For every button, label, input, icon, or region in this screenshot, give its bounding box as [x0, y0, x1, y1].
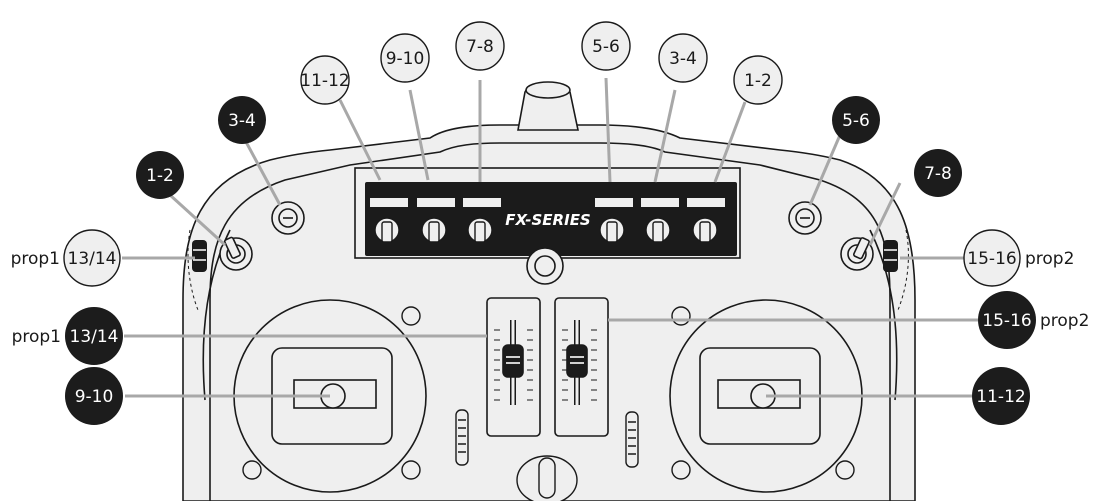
toggle-switch [467, 217, 493, 243]
callout-suffix: prop2 [1040, 311, 1089, 331]
callout-9-10: 9-10 [380, 33, 430, 83]
callout-7-8: 7-8 [455, 21, 505, 71]
callouts-side-props: 13/14 prop1 15-16 prop2 prop1 prop2 [11, 229, 1089, 347]
callout-label: 3-4 [669, 49, 697, 69]
callouts-light-top: 11-12 9-10 7-8 5-6 3-4 1-2 [300, 21, 783, 105]
callout-label: 15-16 [967, 249, 1016, 269]
callout-side-prop-left: 13/14 prop1 [11, 229, 121, 287]
callout-label: 7-8 [466, 37, 494, 57]
callout-suffix: prop2 [1025, 249, 1074, 269]
side-toggle-right [840, 237, 874, 271]
rotary-knob-left [271, 201, 305, 235]
callout-label: 15-16 [982, 311, 1031, 331]
trim-rails [455, 409, 639, 501]
slider-ticks [494, 329, 597, 401]
callout-3-4: 3-4 [658, 33, 708, 83]
center-knob [526, 247, 564, 285]
side-dial-left [187, 229, 207, 311]
callout-label: 5-6 [592, 37, 620, 57]
rotary-knob-right [788, 201, 822, 235]
antenna [517, 81, 579, 131]
callout-label: 5-6 [842, 111, 870, 131]
callout-5-6: 5-6 [581, 21, 631, 71]
callout-label: 1-2 [146, 166, 174, 186]
callout-label: 11-12 [300, 71, 349, 91]
callout-label: 1-2 [744, 71, 772, 91]
callout-label: 9-10 [386, 49, 425, 69]
callout-label: 13/14 [68, 249, 117, 269]
slider-left [486, 297, 541, 437]
callout-stick-left: 9-10 [65, 367, 123, 425]
callout-dark-1-2: 1-2 [136, 151, 184, 199]
leader-lines [122, 77, 978, 398]
callout-slider-prop-left: 13/14 [65, 307, 123, 365]
toggle-switch [374, 217, 400, 243]
slider-right [554, 297, 609, 437]
body-shoulder-right [869, 229, 898, 401]
callout-side-prop-right: 15-16 prop2 [963, 229, 1074, 287]
callout-dark-3-4: 3-4 [218, 96, 266, 144]
toggle-switch [692, 217, 718, 243]
brand-logo: FX-SERIES [505, 211, 591, 229]
callout-prefix: prop1 [12, 327, 61, 347]
toggle-switch [421, 217, 447, 243]
callout-stick-right: 11-12 [972, 367, 1030, 425]
side-toggle-left [219, 236, 253, 271]
callout-label: 7-8 [924, 164, 952, 184]
callout-label: 9-10 [75, 387, 114, 407]
callout-1-2: 1-2 [733, 55, 783, 105]
toggle-switch [599, 217, 625, 243]
callouts-dark: 1-2 3-4 5-6 7-8 13/14 15-16 9-10 11-12 [65, 96, 1036, 425]
callout-slider-prop-right: 15-16 [978, 291, 1036, 349]
callout-11-12: 11-12 [300, 55, 350, 105]
callout-dark-7-8: 7-8 [914, 149, 962, 197]
body-inner-outline [209, 142, 891, 501]
switch-panel: FX-SERIES [354, 167, 741, 259]
toggle-switch [645, 217, 671, 243]
callout-label: 11-12 [976, 387, 1025, 407]
callout-label: 3-4 [228, 111, 256, 131]
side-dial-right [883, 229, 909, 311]
callout-prefix: prop1 [11, 249, 60, 269]
callout-dark-5-6: 5-6 [832, 96, 880, 144]
callout-label: 13/14 [70, 327, 119, 347]
